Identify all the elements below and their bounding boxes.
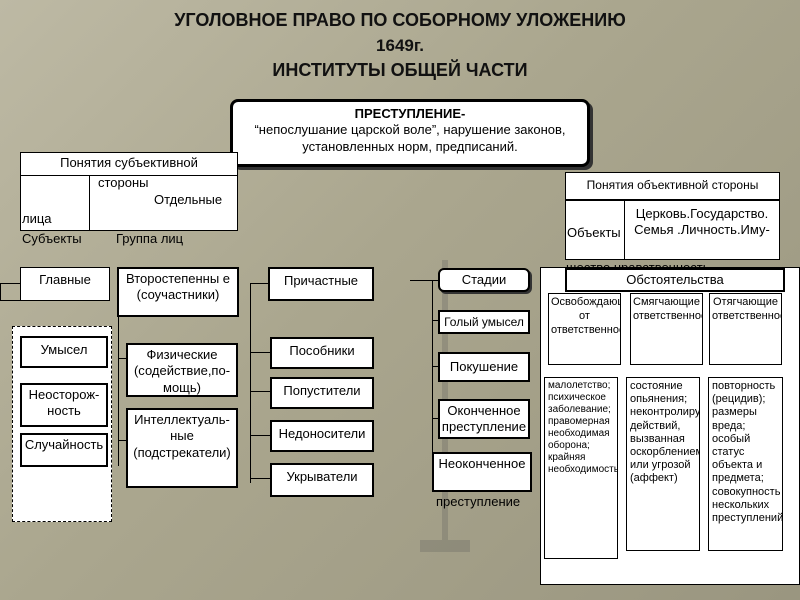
aggravating-list: повторность (рецидив); размеры вреда; ос… [708,377,783,551]
connector [250,435,270,436]
subjective-cell-b: Отдельные [154,192,223,207]
connector [250,283,251,483]
subjective-header: Понятия субъективной [20,152,238,176]
title-line-2: 1649г. [376,36,424,55]
connector [250,352,270,353]
subjective-cell-c: лица [22,211,52,226]
connector [250,478,270,479]
title-line-3: ИНСТИТУТЫ ОБЩЕЙ ЧАСТИ [272,60,528,80]
concealer-box: Укрыватели [270,463,374,497]
exempting-list: малолетство; психическое заболевание; пр… [544,377,618,559]
objective-body [565,200,780,260]
bare-intent-box: Голый умысел [438,310,530,334]
connector [118,440,126,441]
secondary-participants-box: Второстепенны е (соучастники) [117,267,239,317]
non-informer-box: Недоносители [270,420,374,452]
accident-box: Случайность [20,433,108,467]
complicit-box: Причастные [268,267,374,301]
aggravating-header: Отягчающие ответственность [709,293,782,365]
crime-heading: ПРЕСТУПЛЕНИЕ- [354,106,466,121]
circumstances-header: Обстоятельства [565,268,785,292]
stages-header: Стадии [438,268,530,292]
exempting-header: Освобождающие от ответственности [548,293,621,365]
connector [432,280,433,464]
attempt-box: Покушение [438,352,530,382]
negligence-box: Неосторож-ность [20,383,108,427]
crime-box: ПРЕСТУПЛЕНИЕ- “непослушание царской воле… [230,99,590,167]
intent-box: Умысел [20,336,108,368]
conniver-box: Попустители [270,377,374,409]
objective-header: Понятия объективной стороны [565,172,780,200]
connector [0,283,20,284]
connector [432,418,438,419]
objective-value: Церковь.Государство. Семья .Личность.Иму… [634,206,770,237]
physical-box: Физические (содействие,по-мощь) [126,343,238,397]
connector [0,300,20,301]
connector [250,283,270,284]
subjective-body [20,175,238,231]
connector [250,391,270,392]
intellectual-box: Интеллектуаль-ные (подстрекатели) [126,408,238,488]
connector [432,366,438,367]
unfinished-crime-tail: преступление [436,494,521,509]
connector [118,316,119,466]
subjects-label: Субъекты [22,231,82,246]
subjective-cell-a: стороны [98,175,149,190]
objective-label: Объекты [567,225,621,240]
mitigating-list: состояние опьянения; неконтролируемость … [626,377,700,551]
connector [0,283,1,300]
connector [118,358,126,359]
crime-definition: “непослушание царской воле”, нарушение з… [254,122,566,154]
group-label: Группа лиц [116,231,184,246]
title-line-1: УГОЛОВНОЕ ПРАВО ПО СОБОРНОМУ УЛОЖЕНИЮ [174,10,626,30]
connector [410,280,438,281]
main-participants-box: Главные [20,267,110,301]
accomplices-box: Пособники [270,337,374,369]
mitigating-header: Смягчающие ответственность [630,293,703,365]
unfinished-crime-box: Неоконченное [432,452,532,492]
finished-crime-box: Оконченное преступление [438,399,530,439]
connector [432,320,438,321]
